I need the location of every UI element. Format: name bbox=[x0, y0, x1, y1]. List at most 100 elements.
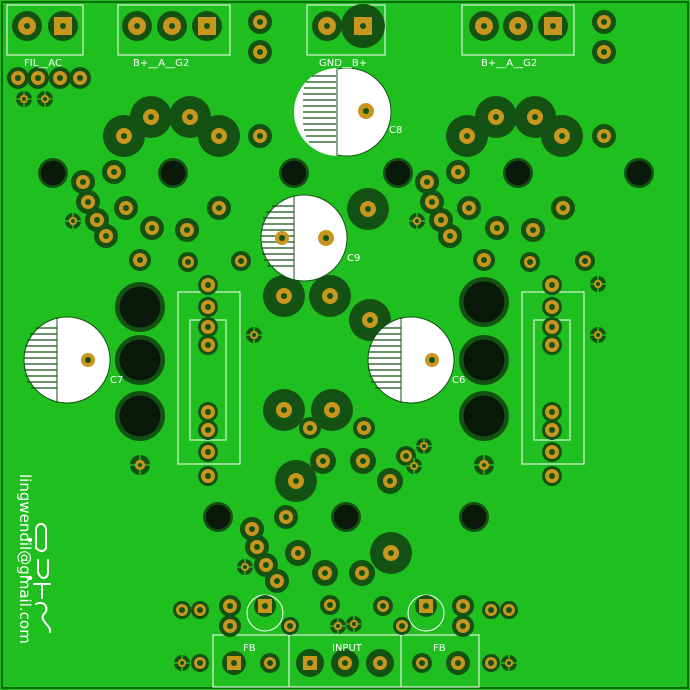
through-hole-pad bbox=[545, 423, 559, 437]
through-hole-pad bbox=[176, 604, 188, 616]
through-hole-pad bbox=[291, 546, 305, 560]
through-hole-pad bbox=[485, 604, 497, 616]
through-hole-pad bbox=[163, 17, 181, 35]
through-hole-pad bbox=[383, 474, 397, 488]
through-hole-pad bbox=[425, 353, 439, 367]
through-hole-pad bbox=[545, 300, 559, 314]
through-hole-pad bbox=[99, 229, 113, 243]
through-hole-pad bbox=[545, 445, 559, 459]
through-hole-pad bbox=[194, 657, 206, 669]
through-hole-pad bbox=[396, 620, 408, 632]
through-hole-pad bbox=[425, 195, 439, 209]
via-pad bbox=[237, 559, 253, 575]
through-hole-pad bbox=[90, 213, 104, 227]
through-hole-pad bbox=[383, 545, 399, 561]
mounting-hole bbox=[505, 160, 531, 186]
through-hole-pad bbox=[11, 71, 25, 85]
label-fb-right: FB bbox=[433, 643, 446, 654]
via-pad bbox=[409, 213, 425, 229]
through-hole-pad bbox=[355, 566, 369, 580]
through-hole-pad bbox=[250, 540, 264, 554]
through-hole-pad bbox=[526, 223, 540, 237]
through-hole-pad bbox=[419, 599, 433, 613]
through-hole-pad bbox=[597, 15, 611, 29]
through-hole-pad bbox=[18, 17, 36, 35]
mounting-hole bbox=[333, 504, 359, 530]
through-hole-pad bbox=[128, 17, 146, 35]
through-hole-pad bbox=[54, 17, 72, 35]
mounting-hole bbox=[40, 160, 66, 186]
via-pad bbox=[16, 91, 32, 107]
through-hole-pad bbox=[201, 405, 215, 419]
through-hole-pad bbox=[119, 201, 133, 215]
label-c7: C7 bbox=[110, 375, 123, 386]
through-hole-pad bbox=[180, 223, 194, 237]
mounting-hole bbox=[205, 504, 231, 530]
through-hole-pad bbox=[258, 599, 272, 613]
through-hole-pad bbox=[264, 657, 276, 669]
through-hole-pad bbox=[223, 599, 237, 613]
label-b-a-g2-right: B+__A__G2 bbox=[481, 58, 537, 69]
through-hole-pad bbox=[145, 221, 159, 235]
through-hole-pad bbox=[201, 445, 215, 459]
through-hole-pad bbox=[288, 473, 304, 489]
through-hole-pad bbox=[182, 109, 198, 125]
through-hole-pad bbox=[462, 201, 476, 215]
through-hole-pad bbox=[490, 221, 504, 235]
through-hole-pad bbox=[275, 231, 289, 245]
label-input: INPUT bbox=[332, 643, 363, 654]
through-hole-pad bbox=[279, 510, 293, 524]
through-hole-pad bbox=[270, 574, 284, 588]
through-hole-pad bbox=[456, 619, 470, 633]
through-hole-pad bbox=[324, 402, 340, 418]
through-hole-pad bbox=[143, 109, 159, 125]
labels: FIL__AC B+__A__G2 GND__B+ B+__A__G2 C8 C… bbox=[24, 58, 537, 654]
through-hole-pad bbox=[373, 656, 387, 670]
label-c9: C9 bbox=[347, 253, 360, 264]
through-hole-pad bbox=[76, 175, 90, 189]
through-hole-pad bbox=[211, 128, 227, 144]
label-c8: C8 bbox=[389, 125, 402, 136]
through-hole-pad bbox=[485, 657, 497, 669]
via-pad bbox=[406, 458, 422, 474]
mounting-hole bbox=[463, 281, 505, 323]
mounting-hole bbox=[385, 160, 411, 186]
label-fil-ac: FIL__AC bbox=[24, 58, 62, 69]
through-hole-pad bbox=[357, 421, 371, 435]
through-hole-pad bbox=[227, 656, 241, 670]
through-hole-pad bbox=[201, 338, 215, 352]
through-hole-pad bbox=[354, 17, 372, 35]
capacitor-c9 bbox=[260, 194, 348, 282]
through-hole-pad bbox=[434, 213, 448, 227]
through-hole-pad bbox=[554, 128, 570, 144]
through-hole-pad bbox=[253, 45, 267, 59]
through-hole-pad bbox=[107, 165, 121, 179]
through-hole-pad bbox=[316, 454, 330, 468]
via-pad bbox=[37, 91, 53, 107]
label-b-a-g2-left: B+__A__G2 bbox=[133, 58, 189, 69]
through-hole-pad bbox=[545, 469, 559, 483]
capacitor-c6 bbox=[367, 316, 455, 404]
through-hole-pad bbox=[201, 300, 215, 314]
through-hole-pad bbox=[182, 256, 194, 268]
via-pad bbox=[501, 655, 517, 671]
through-hole-pad bbox=[358, 103, 374, 119]
mounting-hole bbox=[463, 395, 505, 437]
through-hole-pad bbox=[524, 256, 536, 268]
via-pad bbox=[590, 327, 606, 343]
through-hole-pad bbox=[456, 599, 470, 613]
through-hole-pad bbox=[420, 175, 434, 189]
through-hole-pad bbox=[443, 229, 457, 243]
polarity-marks bbox=[82, 124, 438, 386]
through-hole-pad bbox=[451, 165, 465, 179]
via-pad bbox=[330, 618, 346, 634]
through-hole-pad bbox=[360, 201, 376, 217]
through-hole-pad bbox=[597, 45, 611, 59]
through-hole-pad bbox=[597, 129, 611, 143]
through-hole-pad bbox=[81, 353, 95, 367]
mounting-hole bbox=[461, 504, 487, 530]
through-hole-pad bbox=[318, 17, 336, 35]
via-pad bbox=[65, 213, 81, 229]
through-hole-pad bbox=[377, 600, 389, 612]
